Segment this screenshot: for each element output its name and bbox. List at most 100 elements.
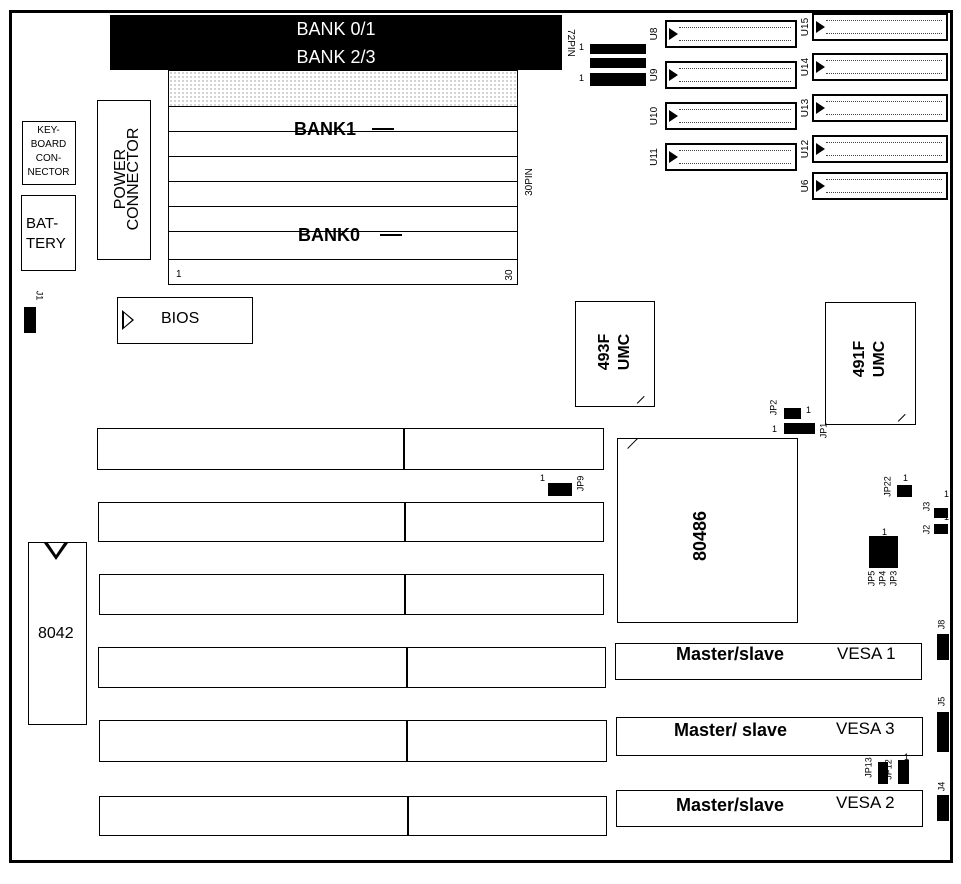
jp13-jumper — [878, 762, 888, 784]
u9-label: U9 — [649, 68, 660, 82]
jp22-label: JP22 — [882, 476, 893, 497]
isa-slot-3 — [99, 574, 604, 615]
umc491-label-1: 491F — [851, 340, 868, 378]
u12-label: U12 — [800, 139, 811, 159]
jp12-label: JP12 — [883, 759, 894, 780]
j5-label: J5 — [936, 696, 947, 707]
jp5-label: JP5 — [866, 570, 877, 587]
u10-label: U10 — [649, 106, 660, 126]
u11-label: U11 — [649, 148, 660, 166]
j8-label: J8 — [936, 619, 947, 630]
jumper-72pin-pin1-b: 1 — [579, 73, 585, 83]
pin-30-label: 30PIN — [524, 168, 535, 196]
jp9-label: JP9 — [575, 475, 586, 492]
jp2-jumper — [784, 408, 801, 419]
j3-pin1-label: 1 — [944, 489, 950, 499]
vesa3-role: Master/ slave — [674, 720, 788, 740]
power-connector — [97, 100, 151, 260]
cpu-socket-80486 — [617, 429, 798, 623]
vesa1-name: VESA 1 — [837, 644, 896, 663]
jp1-pin1-label: 1 — [772, 424, 778, 434]
chip-umc-493f — [575, 301, 655, 411]
jp4-label: JP4 — [877, 570, 888, 587]
j1-jumper — [24, 307, 36, 333]
pin1-notch-icon — [816, 143, 825, 155]
cache-socket-u8 — [665, 20, 797, 48]
bank-23-label: BANK 2/3 — [296, 47, 376, 67]
jp22-pin1-label: 1 — [903, 473, 909, 483]
battery: BAT- TERY — [21, 195, 76, 271]
isa-slot-6 — [99, 796, 607, 836]
vesa1-role: Master/slave — [676, 644, 785, 664]
vesa2-name: VESA 2 — [836, 793, 895, 812]
simm-72pin-bank-header — [110, 15, 562, 70]
pin-last-label: 30 — [504, 269, 515, 281]
jp2-pin1-label: 1 — [806, 405, 812, 415]
bank0-label: BANK0 — [298, 225, 361, 245]
pin1-notch-icon — [669, 69, 678, 81]
j2-label: J2 — [921, 524, 932, 535]
kbc-label: 8042 — [38, 625, 74, 642]
power-connector-label-2: CONNECTOR — [125, 127, 142, 231]
jumper-72pin-3 — [590, 73, 646, 86]
umc491-label-2: UMC — [871, 340, 888, 378]
u14-label: U14 — [800, 57, 811, 77]
isa-slot-4 — [98, 647, 606, 688]
cpu-label: 80486 — [690, 510, 710, 562]
j3-label: J3 — [921, 501, 932, 512]
cache-socket-u14 — [812, 53, 948, 81]
jp12-jumper — [898, 760, 909, 784]
jp12-pin1-label: 1 — [904, 752, 910, 762]
keyboard-connector: KEY- BOARD CON- NECTOR — [22, 121, 76, 185]
cache-socket-u11 — [665, 143, 797, 171]
pin1-notch-icon — [816, 102, 825, 114]
jp22-jumper — [897, 485, 912, 497]
u13-label: U13 — [800, 98, 811, 118]
j3-jumper — [934, 508, 948, 518]
isa-slot-1 — [97, 428, 604, 470]
cache-socket-u6 — [812, 172, 948, 200]
cache-socket-u15 — [812, 13, 948, 41]
jp1-jumper — [784, 423, 815, 434]
chip-umc-491f — [825, 302, 916, 429]
j2-jumper — [934, 524, 948, 534]
pin1-notch-icon — [669, 151, 678, 163]
j1-label: J1 — [34, 290, 45, 301]
bank1-leader-line — [372, 128, 394, 130]
jumper-72pin-2 — [590, 58, 646, 68]
jp5-jp4-jp3-jumper-block — [869, 536, 898, 568]
u8-label: U8 — [649, 27, 660, 41]
bios-label: BIOS — [161, 310, 200, 327]
pin1-notch-icon — [816, 21, 825, 33]
isa-slot-2 — [98, 502, 604, 542]
vesa-slot-3 — [616, 717, 923, 756]
j8-jumper — [937, 634, 949, 660]
pin-first-label: 1 — [176, 269, 182, 280]
j4-label: J4 — [936, 781, 947, 792]
simm-30pin-slots — [168, 70, 518, 285]
jp9-pin1-label: 1 — [540, 473, 546, 483]
bios-chip — [117, 297, 253, 344]
pin1-notch-icon — [816, 180, 825, 192]
pin1-notch-icon — [816, 61, 825, 73]
isa-slot-5 — [99, 720, 607, 762]
umc493-label-2: UMC — [616, 333, 633, 371]
u15-label: U15 — [800, 17, 811, 37]
bank1-label: BANK1 — [294, 119, 357, 139]
j2-pin1-label: 1 — [944, 512, 950, 522]
pin1-notch-icon — [669, 28, 678, 40]
u6-label: U6 — [800, 179, 811, 193]
vesa3-name: VESA 3 — [836, 719, 895, 738]
j5-jumper — [937, 712, 949, 752]
jumper-72pin-1 — [590, 44, 646, 54]
jp2-label: JP2 — [768, 399, 779, 416]
bank-01-label: BANK 0/1 — [296, 19, 376, 39]
pin-72-label: 72PIN — [565, 29, 576, 57]
jumper-72pin-pin1-a: 1 — [579, 42, 585, 52]
cache-socket-u9 — [665, 61, 797, 89]
vesa-slot-1 — [615, 643, 922, 680]
pin1-notch-icon — [669, 110, 678, 122]
jp3-label: JP3 — [888, 570, 899, 587]
keyboard-controller-8042 — [28, 542, 87, 725]
cache-socket-u12 — [812, 135, 948, 163]
